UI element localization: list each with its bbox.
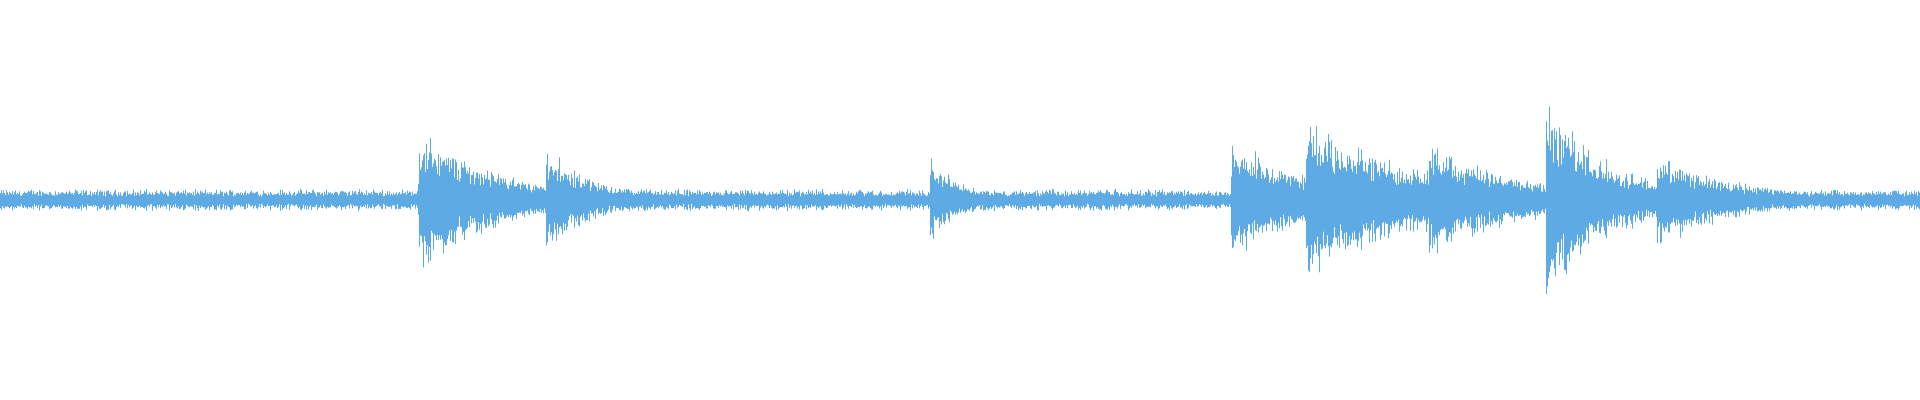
waveform-samples: [0, 106, 1920, 294]
waveform-path: [0, 106, 1920, 294]
